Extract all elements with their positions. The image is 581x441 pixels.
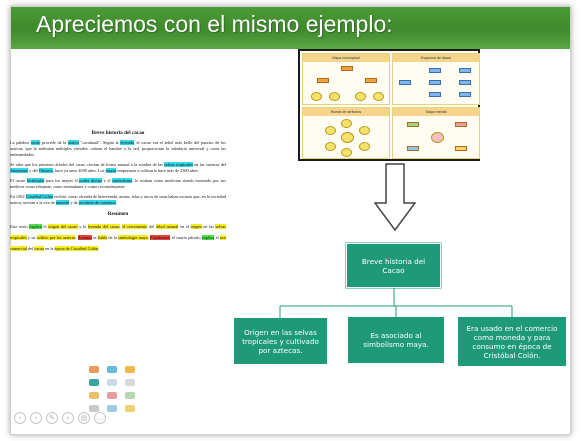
next-icon[interactable]: › bbox=[30, 412, 42, 424]
node-icon bbox=[325, 126, 336, 135]
slides-icon[interactable]: ▤ bbox=[78, 412, 90, 424]
node-icon bbox=[341, 119, 352, 128]
chart-child-node-1[interactable]: Origen en las selvas tropicales y cultiv… bbox=[234, 318, 327, 364]
presentation-controls: ‹ › ✎ ⌕ ▤ … bbox=[14, 411, 106, 425]
node-icon bbox=[341, 132, 354, 143]
chart-child-node-2[interactable]: Es asociado al simbolismo maya. bbox=[348, 317, 444, 363]
prev-icon[interactable]: ‹ bbox=[14, 412, 26, 424]
thumbnail-icon[interactable] bbox=[122, 364, 138, 375]
document-text: Breve historia del cacao La palabra caca… bbox=[10, 130, 226, 254]
chart-root-node[interactable]: Breve historia del Cacao bbox=[346, 243, 441, 288]
more-icon[interactable]: … bbox=[94, 412, 106, 424]
mind-map-panel: Mapa mental bbox=[392, 107, 480, 159]
node-icon bbox=[359, 126, 370, 135]
doc-summary-heading: Resumen bbox=[107, 211, 129, 217]
node-icon bbox=[365, 78, 377, 83]
node-icon bbox=[341, 66, 353, 71]
node-icon bbox=[341, 148, 352, 157]
thumbnail-icon[interactable] bbox=[104, 403, 120, 414]
node-icon bbox=[373, 92, 384, 101]
node-icon bbox=[431, 132, 444, 143]
node-icon bbox=[429, 68, 441, 73]
organizer-types-image: Mapa conceptual Esquema de llaves Rueda … bbox=[298, 49, 480, 161]
node-icon bbox=[329, 92, 340, 101]
down-arrow-icon bbox=[374, 163, 416, 231]
thumbnail-icon[interactable] bbox=[122, 403, 138, 414]
thumbnail-icon[interactable] bbox=[104, 390, 120, 401]
thumbnail-icon[interactable] bbox=[86, 403, 102, 414]
doc-paragraph-4: En 1502 Cristóbal Colón recibió, como of… bbox=[10, 194, 226, 205]
node-icon bbox=[407, 146, 419, 151]
attribute-wheel-panel: Rueda de atributos bbox=[302, 107, 390, 159]
thumbnail-icon[interactable] bbox=[122, 377, 138, 388]
node-icon bbox=[455, 146, 467, 151]
node-icon bbox=[355, 92, 366, 101]
zoom-icon[interactable]: ⌕ bbox=[62, 412, 74, 424]
layout-thumbnails bbox=[86, 364, 178, 418]
doc-paragraph-3: El cacao fertilizaba para los mayas el p… bbox=[10, 178, 226, 189]
node-icon bbox=[399, 80, 411, 85]
chart-child-node-3[interactable]: Era usado en el comercio como moneda y p… bbox=[458, 317, 566, 366]
thumbnail-icon[interactable] bbox=[86, 390, 102, 401]
node-icon bbox=[459, 80, 471, 85]
doc-paragraph-1: La palabra cacao procede de la azteca "c… bbox=[10, 140, 226, 157]
thumbnail-icon[interactable] bbox=[104, 377, 120, 388]
concept-map-panel: Mapa conceptual bbox=[302, 53, 390, 105]
node-icon bbox=[429, 80, 441, 85]
thumbnail-icon[interactable] bbox=[86, 377, 102, 388]
doc-paragraph-2: Se sabe que los primeros árboles del cac… bbox=[10, 162, 226, 173]
node-icon bbox=[311, 92, 322, 101]
thumbnail-icon[interactable] bbox=[86, 364, 102, 375]
pen-icon[interactable]: ✎ bbox=[46, 412, 58, 424]
node-icon bbox=[325, 142, 336, 151]
doc-heading: Breve historia del cacao bbox=[91, 130, 145, 136]
node-icon bbox=[407, 122, 419, 127]
node-icon bbox=[359, 142, 370, 151]
node-icon bbox=[429, 92, 441, 97]
node-icon bbox=[455, 122, 467, 127]
slide-title: Apreciemos con el mismo ejemplo: bbox=[36, 11, 393, 37]
header-band bbox=[11, 7, 570, 49]
node-icon bbox=[459, 68, 471, 73]
doc-summary: Este texto explica el origen del cacao y… bbox=[10, 224, 226, 251]
thumbnail-icon[interactable] bbox=[104, 364, 120, 375]
bracket-scheme-panel: Esquema de llaves bbox=[392, 53, 480, 105]
node-icon bbox=[317, 78, 329, 83]
node-icon bbox=[459, 92, 471, 97]
thumbnail-icon[interactable] bbox=[122, 390, 138, 401]
